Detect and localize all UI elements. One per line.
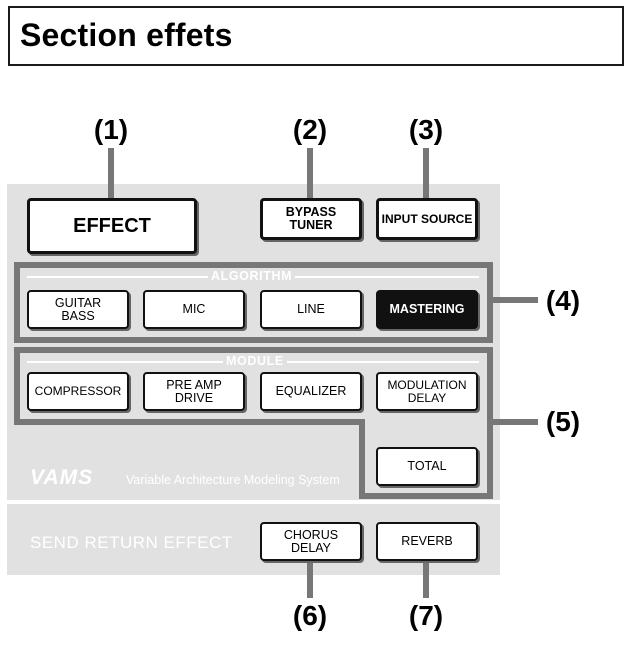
algorithm-label: ALGORITHM	[208, 270, 296, 282]
guitar-bass-button[interactable]: GUITAR BASS	[27, 290, 129, 329]
bypass-tuner-button[interactable]: BYPASS TUNER	[260, 198, 362, 240]
module-frame	[14, 347, 493, 499]
mic-button[interactable]: MIC	[143, 290, 245, 329]
callout-1: (1)	[93, 114, 129, 145]
line-button[interactable]: LINE	[260, 290, 362, 329]
pre-amp-drive-button[interactable]: PRE AMP DRIVE	[143, 372, 245, 411]
equalizer-button[interactable]: EQUALIZER	[260, 372, 362, 411]
callout-2: (2)	[292, 114, 328, 145]
page-title: Section effets	[20, 17, 233, 53]
modulation-delay-button[interactable]: MODULATION DELAY	[376, 372, 478, 411]
compressor-button[interactable]: COMPRESSOR	[27, 372, 129, 411]
section-header: Section effets	[8, 6, 624, 66]
chorus-delay-button[interactable]: CHORUS DELAY	[260, 522, 362, 561]
vams-logo: VAMS	[30, 466, 94, 489]
mastering-button[interactable]: MASTERING	[376, 290, 478, 329]
effect-button[interactable]: EFFECT	[27, 198, 197, 254]
vams-caption: Variable Architecture Modeling System	[126, 473, 340, 487]
callout-4: (4)	[545, 285, 581, 316]
callout-5: (5)	[545, 406, 581, 437]
total-button[interactable]: TOTAL	[376, 447, 478, 486]
reverb-button[interactable]: REVERB	[376, 522, 478, 561]
callout-6: (6)	[292, 600, 328, 631]
input-source-button[interactable]: INPUT SOURCE	[376, 198, 478, 240]
module-label: MODULE	[223, 355, 287, 367]
send-return-label: SEND RETURN EFFECT	[30, 533, 233, 552]
callout-3: (3)	[408, 114, 444, 145]
callout-7: (7)	[408, 600, 444, 631]
